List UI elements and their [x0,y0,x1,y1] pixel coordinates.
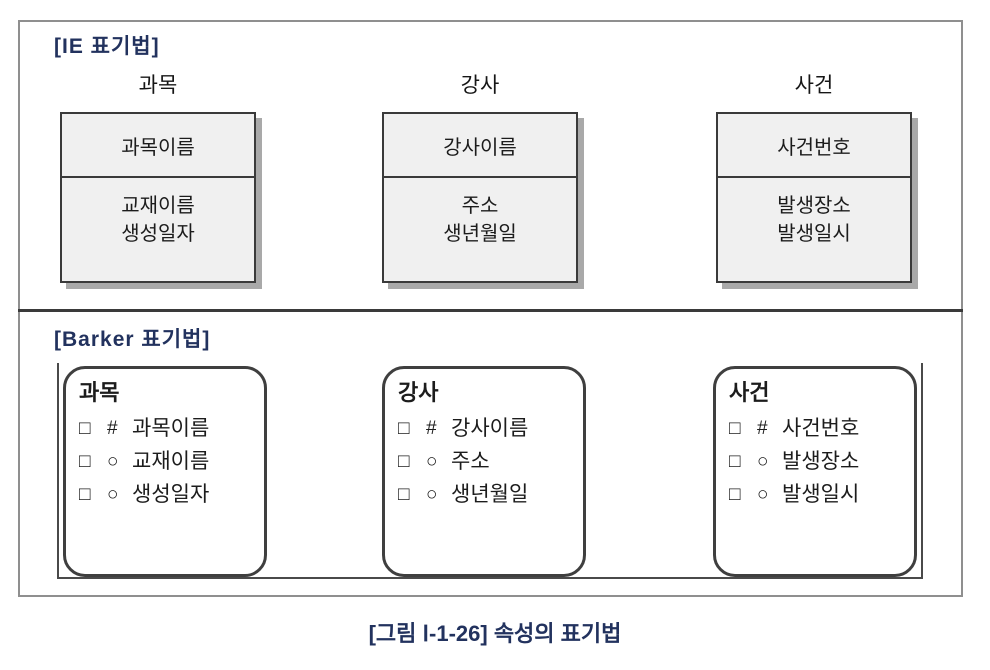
ie-attribute: 발생장소 [777,195,851,217]
ie-entity-title-instructor: 강사 [460,74,500,97]
barker-attribute-row: □ ○ 발생장소 [729,445,908,478]
barker-attribute-label: 사건번호 [782,417,860,440]
barker-entity-box-subject: 과목 □ # 과목이름 □ ○ 교재이름 □ ○ 생성일자 [63,366,267,577]
barker-attribute-label: 과목이름 [132,417,210,440]
ie-entity-box-instructor: 강사이름 주소 생년월일 [382,112,578,283]
optional-circle-marker-icon: ○ [107,451,119,472]
barker-attribute-row: □ # 사건번호 [729,412,908,445]
ie-attr-compartment: 교재이름 생성일자 [62,178,254,248]
attribute-square-icon: □ [79,484,91,505]
figure-caption: [그림 Ⅰ-1-26] 속성의 표기법 [368,621,622,646]
ie-entity-box-incident: 사건번호 발생장소 발생일시 [716,112,912,283]
barker-attribute-row: □ ○ 생년월일 [398,478,577,511]
attribute-square-icon: □ [398,451,410,472]
attribute-square-icon: □ [729,418,741,439]
barker-attribute-row: □ # 강사이름 [398,412,577,445]
attribute-square-icon: □ [729,484,741,505]
barker-attribute-row: □ ○ 발생일시 [729,478,908,511]
barker-entity-box-incident: 사건 □ # 사건번호 □ ○ 발생장소 □ ○ 발생일시 [713,366,917,577]
optional-circle-marker-icon: ○ [757,484,769,505]
ie-key-compartment: 과목이름 [62,114,254,178]
barker-attribute-row: □ ○ 교재이름 [79,445,258,478]
optional-circle-marker-icon: ○ [757,451,769,472]
uid-hash-marker-icon: # [426,418,437,439]
attribute-square-icon: □ [729,451,741,472]
barker-attribute-label: 주소 [451,450,490,473]
attribute-square-icon: □ [79,451,91,472]
ie-attribute: 주소 [461,195,499,217]
attribute-square-icon: □ [79,418,91,439]
ie-attr-compartment: 주소 생년월일 [384,178,576,248]
barker-attribute-label: 발생장소 [782,450,860,473]
barker-section-label: [Barker 표기법] [54,328,211,351]
ie-entity-box-subject: 과목이름 교재이름 생성일자 [60,112,256,283]
ie-attr-compartment: 발생장소 발생일시 [718,178,910,248]
barker-baseline-frame [57,363,923,579]
barker-attribute-label: 강사이름 [451,417,529,440]
barker-entity-title: 강사 [398,380,439,405]
ie-key-compartment: 사건번호 [718,114,910,178]
uid-hash-marker-icon: # [107,418,118,439]
ie-attribute: 생성일자 [121,223,195,245]
ie-section-label: [IE 표기법] [54,35,160,58]
optional-circle-marker-icon: ○ [107,484,119,505]
ie-attribute: 교재이름 [121,195,195,217]
barker-attribute-label: 발생일시 [782,483,860,506]
barker-entity-title: 사건 [729,380,770,405]
optional-circle-marker-icon: ○ [426,451,438,472]
ie-key-compartment: 강사이름 [384,114,576,178]
optional-circle-marker-icon: ○ [426,484,438,505]
attribute-square-icon: □ [398,484,410,505]
attribute-square-icon: □ [398,418,410,439]
ie-entity-title-incident: 사건 [794,74,834,97]
ie-attribute: 발생일시 [777,223,851,245]
barker-attribute-label: 교재이름 [132,450,210,473]
barker-attribute-row: □ ○ 생성일자 [79,478,258,511]
barker-entity-title: 과목 [79,380,120,405]
barker-attribute-label: 생성일자 [132,483,210,506]
barker-attribute-label: 생년월일 [451,483,529,506]
barker-attribute-row: □ ○ 주소 [398,445,577,478]
ie-attribute: 생년월일 [443,223,517,245]
uid-hash-marker-icon: # [757,418,768,439]
ie-entity-title-subject: 과목 [138,74,178,97]
barker-attribute-row: □ # 과목이름 [79,412,258,445]
section-divider-line [18,309,963,312]
barker-entity-box-instructor: 강사 □ # 강사이름 □ ○ 주소 □ ○ 생년월일 [382,366,586,577]
